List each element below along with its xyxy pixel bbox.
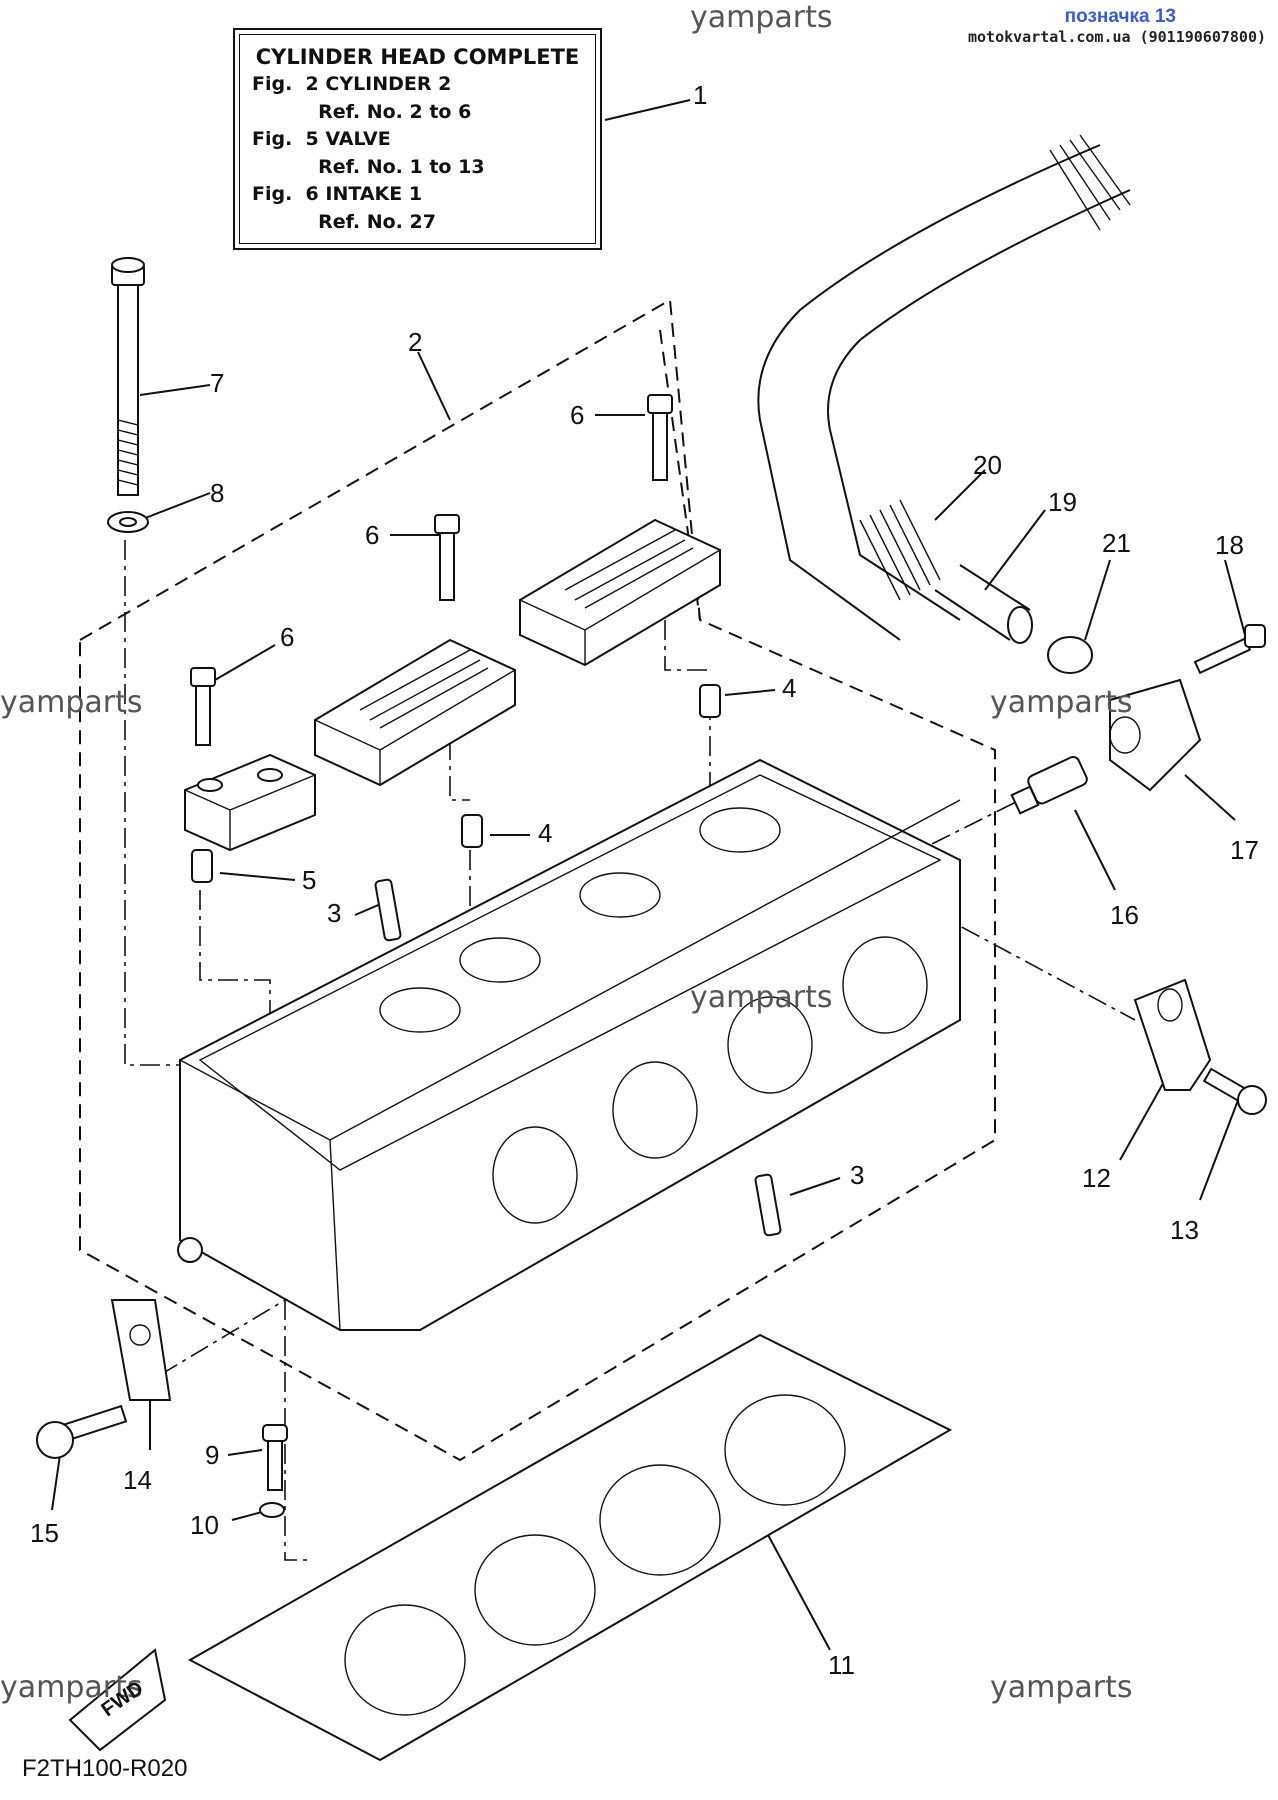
align-line-cap3: [664, 620, 710, 671]
callout-18: 18: [1215, 530, 1244, 560]
align-line-cap2: [449, 740, 470, 801]
leader-16: [1074, 809, 1116, 891]
callout-4b: 4: [782, 673, 797, 703]
note-box: CYLINDER HEAD COMPLETE Fig. 2 CYLINDER 2…: [233, 28, 602, 250]
leader-21: [1084, 559, 1111, 641]
callout-13: 13: [1170, 1215, 1199, 1245]
align-line-bolt9: [284, 1300, 310, 1561]
callout-7: 7: [210, 368, 225, 398]
sensor-plate-right: [1133, 978, 1212, 1091]
callout-9: 9: [205, 1440, 220, 1470]
callout-16: 16: [1110, 900, 1139, 930]
camshaft-cap-mid: [314, 638, 516, 787]
callout-21: 21: [1102, 528, 1131, 558]
callout-6a: 6: [365, 520, 380, 550]
bolt-18: [1193, 624, 1266, 675]
leader-6c: [214, 644, 276, 681]
hose-20: [757, 144, 1101, 641]
callout-17: 17: [1230, 835, 1259, 865]
head-gasket: [187, 1333, 953, 1762]
hose-clamp: [1047, 636, 1093, 674]
leader-11: [759, 1519, 831, 1651]
cap-bolt-c: [190, 667, 216, 746]
callout-19: 19: [1048, 487, 1077, 517]
sensor-plate-left: [110, 1299, 172, 1401]
leader-3b: [789, 1177, 841, 1196]
note-line: Fig. 2 CYLINDER 2: [252, 73, 452, 95]
leader-5: [219, 872, 296, 881]
callout-6c: 6: [280, 622, 295, 652]
valve-guide-a: [374, 878, 402, 942]
cylinder-head-body: [177, 758, 961, 1331]
dowel-b: [699, 684, 721, 718]
valve-guide-b: [754, 1173, 782, 1237]
callout-11: 11: [828, 1650, 855, 1680]
watermark-center: yamparts: [690, 980, 833, 1015]
callout-12: 12: [1082, 1163, 1111, 1193]
callout-10: 10: [190, 1510, 219, 1540]
note-line: Ref. No. 27: [252, 210, 436, 233]
align-line-plate14: [159, 1299, 286, 1376]
callout-5: 5: [302, 865, 317, 895]
note-inner: CYLINDER HEAD COMPLETE Fig. 2 CYLINDER 2…: [239, 34, 596, 244]
callout-1: 1: [693, 80, 708, 110]
watermark-bottom-left: yamparts: [0, 1670, 143, 1705]
leader-13: [1199, 1094, 1241, 1201]
leader-19: [984, 509, 1046, 591]
callout-2: 2: [408, 327, 423, 357]
cap-bolt-b: [647, 394, 673, 481]
bolt-9: [262, 1424, 288, 1491]
note-line: Ref. No. 1 to 13: [252, 155, 485, 178]
leader-2: [417, 351, 451, 421]
camshaft-cap-right: [519, 518, 721, 667]
flange-bolt-15: [36, 1404, 128, 1459]
leader-9: [227, 1449, 263, 1456]
sensor-housing-17: [1109, 678, 1202, 792]
cap-bolt-a: [434, 514, 460, 601]
flange-bolt-13: [1202, 1067, 1267, 1115]
leader-8: [139, 492, 211, 521]
figure-code: F2TH100-R020: [22, 1755, 188, 1782]
callout-3b: 3: [850, 1160, 865, 1190]
callout-3a: 3: [327, 898, 342, 928]
fwd-arrow: [68, 1648, 167, 1752]
leader-7: [139, 384, 211, 396]
camshaft-cap-left: [184, 753, 316, 852]
pipe-19: [934, 564, 1031, 641]
note-title: CYLINDER HEAD COMPLETE: [255, 45, 580, 69]
head-bolt: [111, 257, 145, 496]
leader-1: [604, 99, 691, 121]
callout-20: 20: [973, 450, 1002, 480]
note-line: Fig. 6 INTAKE 1: [252, 183, 423, 205]
leader-18: [1224, 559, 1246, 636]
header-right: позначка 13 motokvartal.com.ua (90119060…: [968, 6, 1266, 46]
dowel-a: [461, 814, 483, 848]
callout-14: 14: [123, 1465, 152, 1495]
watermark-top: yamparts: [690, 0, 833, 35]
washer-10: [259, 1502, 285, 1518]
leader-12: [1119, 1079, 1166, 1161]
leader-20: [934, 469, 986, 521]
dowel-c: [191, 849, 213, 883]
callout-8: 8: [210, 478, 225, 508]
leader-4b: [724, 689, 776, 696]
leader-17: [1184, 774, 1236, 821]
callout-15: 15: [30, 1518, 59, 1548]
callout-4a: 4: [538, 818, 553, 848]
header-site: motokvartal.com.ua (901190607800): [967, 28, 1266, 46]
watermark-right-mid: yamparts: [990, 685, 1133, 720]
header-label: позначка 13: [1064, 6, 1176, 27]
note-line: Fig. 5 VALVE: [252, 128, 391, 150]
leader-10: [231, 1511, 263, 1521]
watermark-left-mid: yamparts: [0, 685, 143, 720]
note-line: Ref. No. 2 to 6: [252, 100, 472, 123]
watermark-bottom-right: yamparts: [990, 1670, 1133, 1705]
align-line-sensor: [899, 799, 1021, 861]
sensor-16: [1010, 755, 1088, 815]
callout-6b: 6: [570, 400, 585, 430]
align-line-plate12: [929, 909, 1136, 1021]
leader-15: [51, 1454, 61, 1511]
